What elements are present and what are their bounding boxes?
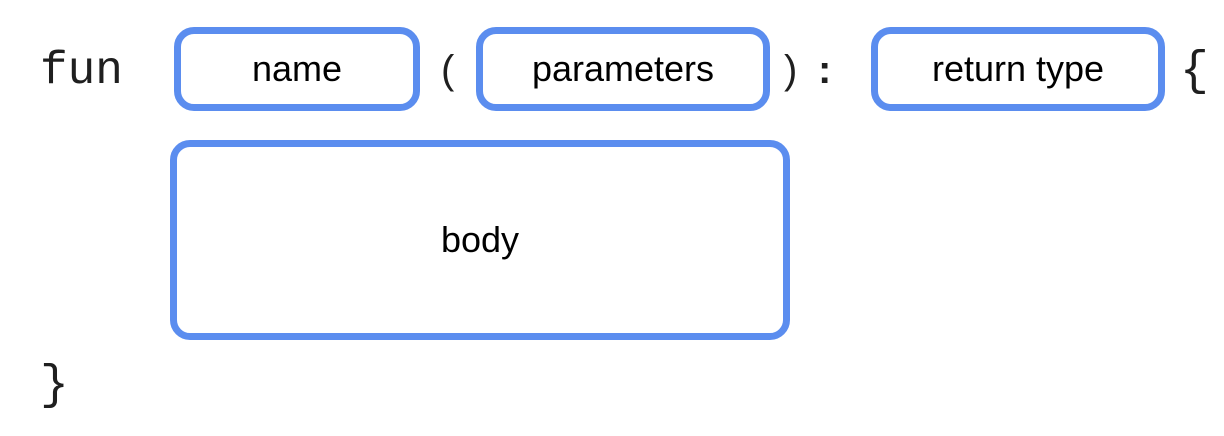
fun-keyword: fun [40, 45, 123, 97]
colon: : [818, 48, 832, 92]
parameters-label: parameters [531, 48, 715, 89]
close-brace: } [40, 359, 69, 413]
open-paren: ( [441, 48, 455, 92]
body-box: body [170, 140, 790, 340]
name-label: name [251, 48, 343, 89]
close-paren: ) [784, 48, 798, 92]
open-brace: { [1180, 45, 1209, 99]
body-label: body [440, 219, 520, 260]
return-type-box: return type [871, 27, 1165, 111]
name-box: name [174, 27, 420, 111]
parameters-box: parameters [476, 27, 770, 111]
return-type-label: return type [931, 48, 1105, 89]
